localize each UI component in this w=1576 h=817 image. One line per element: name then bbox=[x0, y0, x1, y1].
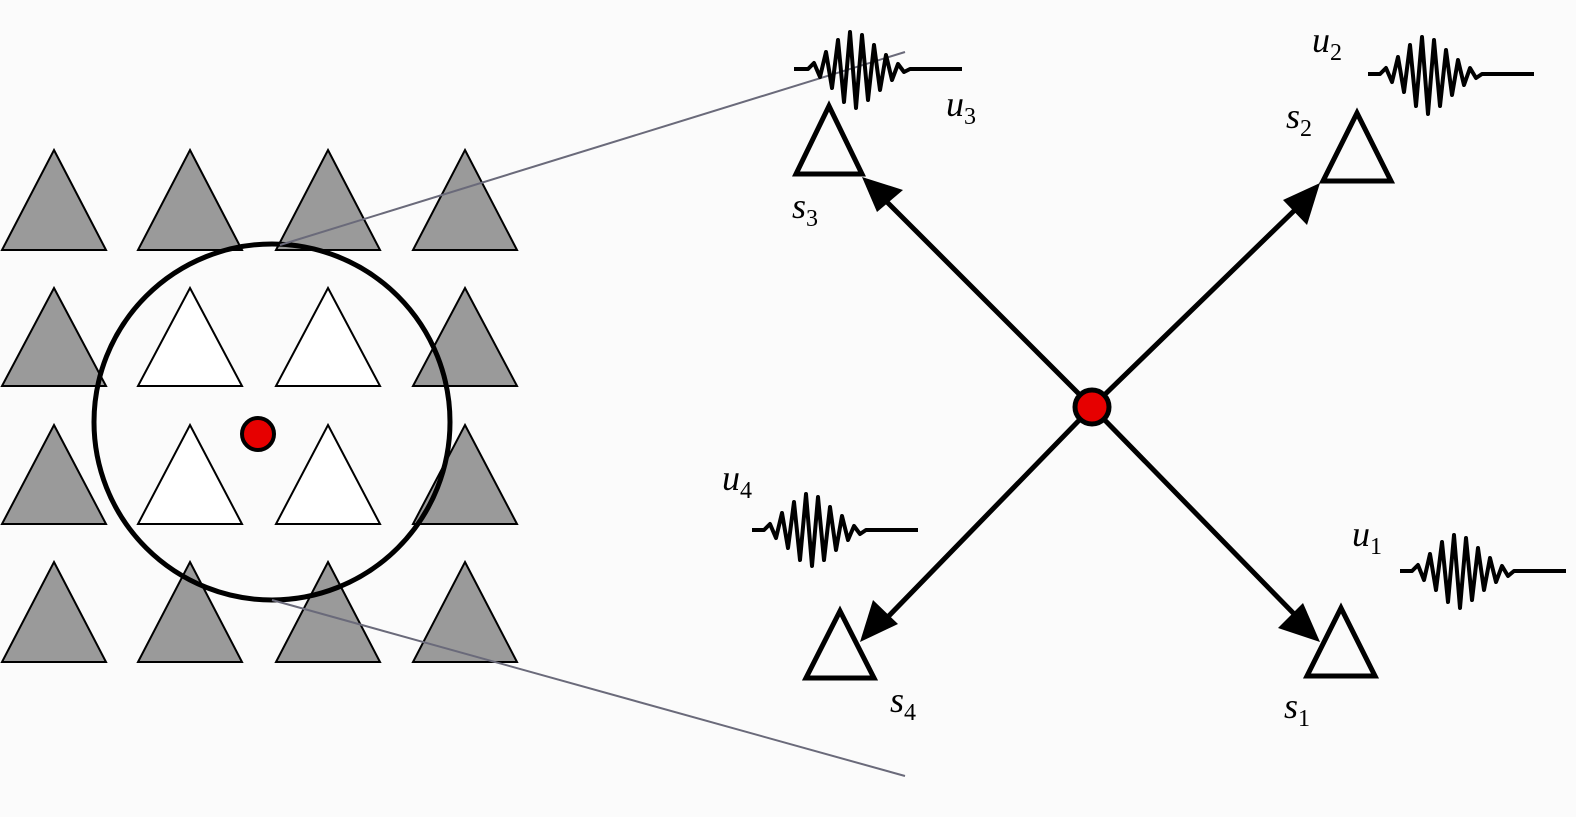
outer-station-triangle bbox=[274, 559, 382, 663]
zoom-line-top bbox=[279, 51, 906, 246]
selection-circle bbox=[91, 241, 453, 603]
outer-station-triangle bbox=[0, 147, 108, 251]
outer-station-triangle bbox=[411, 559, 519, 663]
source-point-right bbox=[1072, 387, 1112, 427]
arrowhead-s3 bbox=[862, 177, 903, 212]
outer-station-triangle bbox=[0, 285, 108, 387]
label-u4: u4 bbox=[722, 458, 752, 504]
label-u2: u2 bbox=[1312, 20, 1342, 66]
outer-station-triangle bbox=[0, 422, 108, 525]
outer-station-triangle bbox=[136, 147, 244, 251]
inner-station-triangle bbox=[136, 285, 244, 387]
outer-station-triangle bbox=[0, 559, 108, 663]
arrow-to-s4 bbox=[878, 405, 1094, 627]
arrowhead-s1 bbox=[1278, 603, 1320, 642]
inner-station-triangle bbox=[136, 422, 244, 525]
label-u3: u3 bbox=[946, 84, 976, 130]
label-u1: u1 bbox=[1352, 514, 1382, 560]
arrowhead-s4 bbox=[860, 600, 898, 642]
outer-station-triangle bbox=[411, 147, 519, 251]
arrowhead-s2 bbox=[1283, 183, 1320, 225]
station-s1-triangle bbox=[1302, 602, 1380, 679]
station-grid bbox=[0, 147, 519, 663]
arrow-to-s2 bbox=[1090, 203, 1302, 409]
station-triangles-right bbox=[792, 100, 1396, 681]
waveforms bbox=[752, 30, 1566, 610]
cross-arrows bbox=[878, 193, 1302, 627]
outer-station-triangle bbox=[274, 147, 382, 251]
outer-station-triangle bbox=[411, 422, 519, 525]
waveform-u4 bbox=[752, 492, 918, 568]
source-point-left bbox=[240, 416, 276, 452]
inner-station-triangle bbox=[274, 285, 382, 387]
station-s4-triangle bbox=[801, 605, 879, 681]
inner-station-triangle bbox=[274, 422, 382, 525]
station-s2-triangle bbox=[1318, 107, 1396, 184]
label-s3: s3 bbox=[792, 186, 818, 232]
outer-station-triangle bbox=[136, 559, 244, 663]
label-s4: s4 bbox=[890, 680, 916, 726]
arrowheads bbox=[860, 177, 1320, 642]
waveform-u2 bbox=[1368, 35, 1534, 116]
station-s3-triangle bbox=[792, 100, 866, 177]
waveform-u3 bbox=[794, 30, 962, 110]
arrow-to-s1 bbox=[1090, 405, 1302, 622]
label-s2: s2 bbox=[1286, 96, 1312, 142]
waveform-u1 bbox=[1400, 533, 1566, 610]
arrow-to-s3 bbox=[878, 193, 1094, 409]
zoom-line-bottom bbox=[271, 599, 906, 777]
label-s1: s1 bbox=[1284, 686, 1310, 732]
